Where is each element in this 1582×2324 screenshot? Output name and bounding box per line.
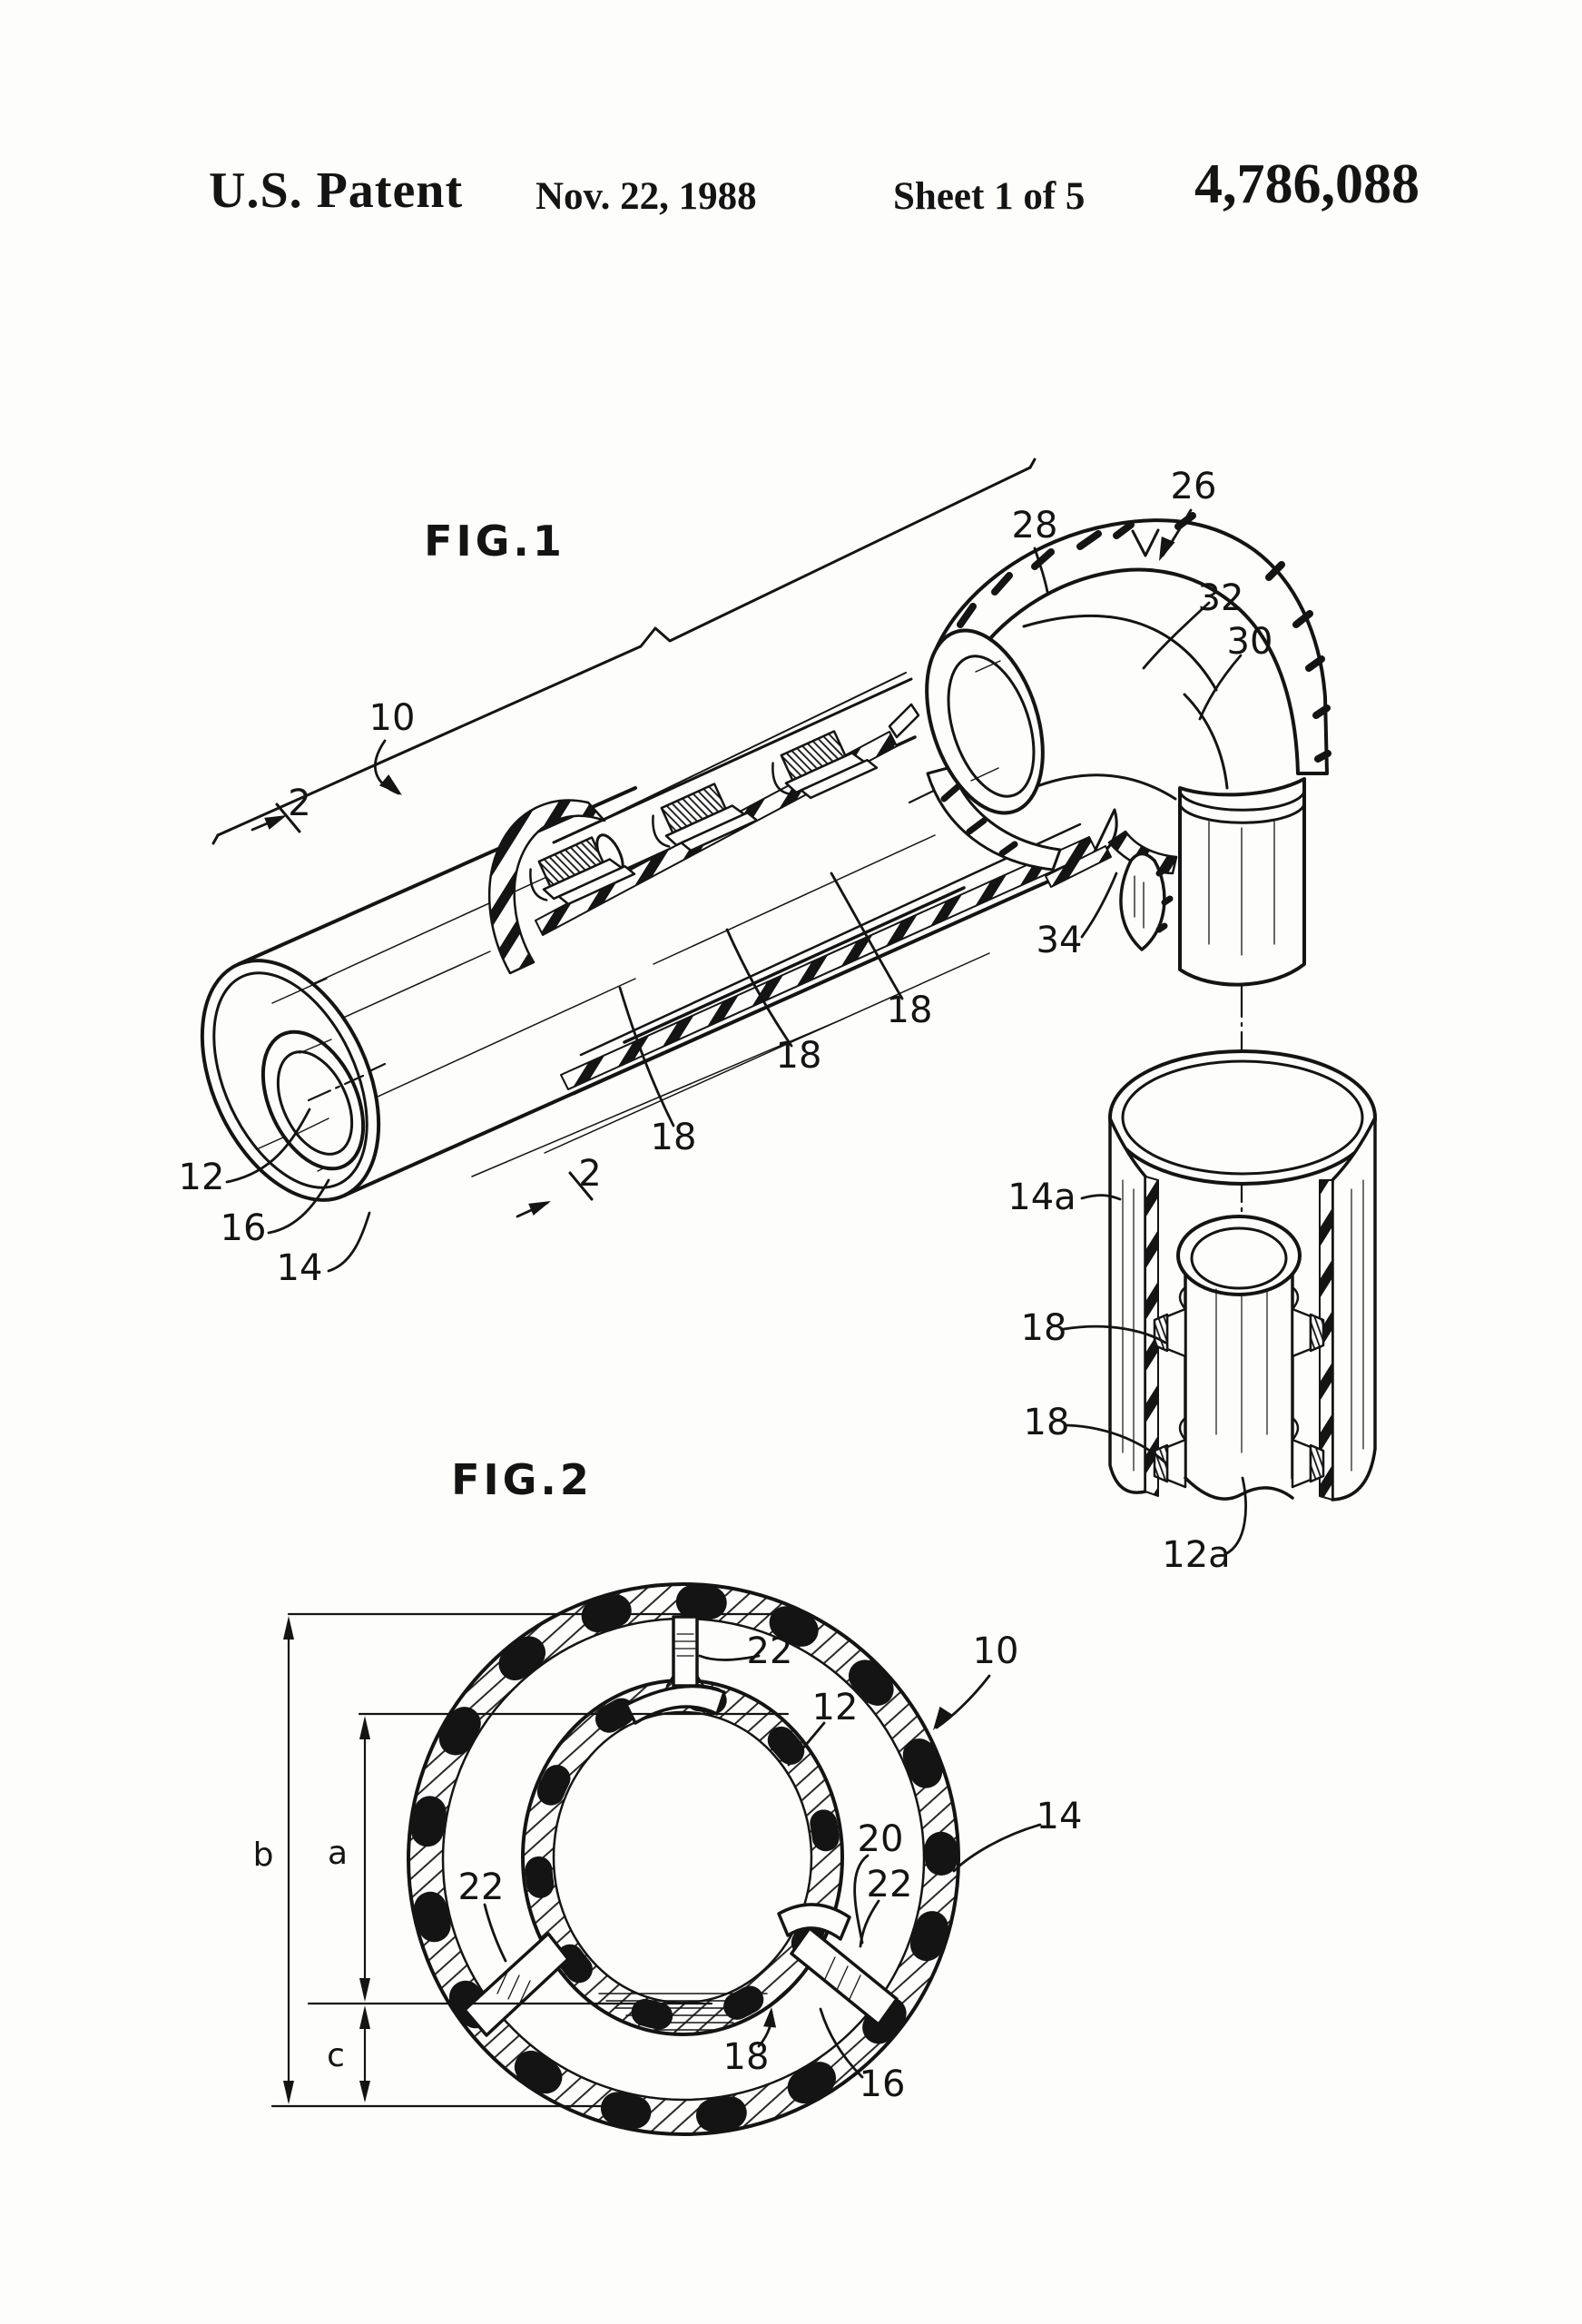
fig1-ref-12: 12 [179,1157,225,1198]
fig2-ref-18: 18 [723,2036,770,2078]
fig1-ref-32: 32 [1198,577,1244,619]
outer-ring-dashes [409,1585,958,2133]
fig1-leaders [225,508,1247,1556]
patent-number: 4,786,088 [1194,153,1420,215]
fig2-ref-16: 16 [860,2063,906,2105]
inner-tube-face [260,1029,366,1171]
sleeve-mouth [1108,1049,1377,1186]
fig2-ref-22-left: 22 [458,1866,505,1908]
section-marker-upper [251,803,301,833]
fig2-dim-c: c [327,2037,345,2074]
fig2-title: FIG.2 [451,1455,593,1504]
sleeve-barbs [1153,1285,1325,1489]
barb-cluster-3 [771,730,879,800]
fig2-artwork [270,1582,1042,2136]
section-marker-lower [516,1171,594,1218]
fig1-ref-34: 34 [1037,920,1083,961]
fig2-ref-22-top: 22 [747,1630,793,1672]
fig2-dim-a: a [328,1835,348,1872]
fig2-labels: FIG.2 22 12 10 20 22 14 22 18 16 b a c [253,1455,1083,2105]
sleeve-right-wall [1331,1116,1377,1502]
fig1-ref-30: 30 [1227,621,1273,663]
fig1-title: FIG.1 [424,517,565,566]
spoke-left [463,1932,570,2037]
fig2-ref-12: 12 [812,1687,859,1728]
spoke-top [672,1615,699,1688]
collar-band [487,799,606,975]
dimension-arrowheads [283,1616,370,2104]
elbow-lower-lip [926,765,1062,872]
elbow-cover [933,518,1329,775]
fig1-artwork [200,458,1377,1556]
fig1-ref-12a: 12a [1162,1534,1230,1576]
fig2-ref-20: 20 [858,1818,904,1860]
fig1-ref-14: 14 [277,1247,323,1289]
fig1-ref-18-middle: 18 [776,1035,822,1077]
fig1-ref-18-sleeve-upper: 18 [1021,1307,1067,1349]
fig1-ref-26: 26 [1171,466,1217,507]
sleeve-tube-break-edge [1184,1476,1294,1501]
sleeve-left-wall [1108,1117,1147,1494]
fig1-ref-16: 16 [221,1207,267,1249]
patent-title: U.S. Patent [209,162,464,219]
inner-ring-dashes [525,1683,840,2032]
spoke-right [790,1926,899,2026]
fig1-ref-14a: 14a [1007,1177,1076,1218]
fig2-leaders [483,1654,1042,2079]
fig1-ref-18-lower: 18 [651,1117,697,1158]
fig1-ref-28: 28 [1012,505,1058,547]
barb-cluster-2 [652,783,759,852]
saddle-right [777,1903,851,1941]
fig1-brace-line [216,466,1032,837]
fig1-ref-2-lower: 2 [578,1153,601,1195]
barb-cluster-1 [529,836,636,906]
latch-tab [1119,852,1166,951]
fig1-ref-18-upper: 18 [887,990,933,1031]
fig1-ref-2-upper: 2 [288,783,310,824]
fig2-dim-b: b [253,1837,274,1874]
fig2-ref-14: 14 [1037,1796,1083,1837]
patent-date: Nov. 22, 1988 [536,175,757,218]
fig1-ref-18-sleeve-lower: 18 [1024,1402,1070,1443]
fig2-ref-22-right: 22 [867,1864,913,1905]
sheet-number: Sheet 1 of 5 [893,175,1086,218]
fig1-labels: FIG.1 10 2 2 12 16 14 18 18 18 26 28 32 … [179,466,1273,1576]
fig1-ref-10: 10 [369,697,416,739]
fig2-ref-10: 10 [973,1630,1019,1672]
elbow-inlet-mouth [925,628,1045,815]
